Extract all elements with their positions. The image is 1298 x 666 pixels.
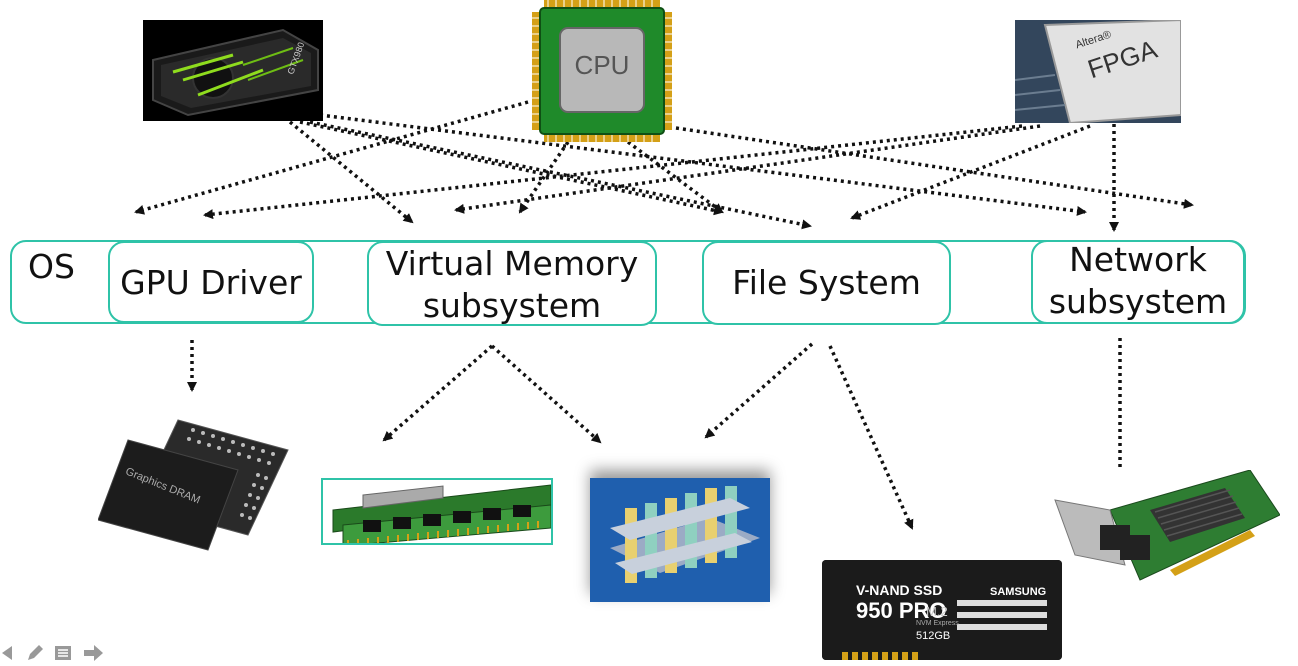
next-slide-icon[interactable] bbox=[82, 644, 103, 662]
nic-card-icon bbox=[1050, 469, 1281, 590]
fpga-chip-icon: Altera® FPGA bbox=[1015, 20, 1181, 123]
arrow-gpu-to-vm bbox=[288, 120, 414, 224]
arrow-fs-to-ssd bbox=[828, 345, 914, 530]
gpu-driver-box bbox=[108, 241, 314, 323]
virtual-memory-label-line2: subsystem bbox=[422, 286, 602, 325]
arrow-fpga-to-fs bbox=[850, 124, 1091, 220]
file-system-box bbox=[702, 241, 951, 325]
notes-icon[interactable] bbox=[54, 644, 72, 662]
gpu-card-icon: GTX980 bbox=[143, 20, 323, 121]
prev-slide-icon[interactable] bbox=[0, 644, 18, 662]
nvm-3d-icon bbox=[590, 478, 770, 602]
cpu-label: CPU bbox=[574, 50, 630, 80]
arrow-cpu-to-vm bbox=[518, 141, 570, 214]
arrow-gpu-to-fs bbox=[299, 120, 724, 216]
arrow-vm-to-dram bbox=[382, 344, 494, 442]
ssd-brand: SAMSUNG bbox=[990, 586, 1047, 598]
arrow-cpu-to-os bbox=[134, 100, 529, 215]
ssd-model: 950 PRO bbox=[856, 598, 947, 623]
cpu-chip-icon: CPU bbox=[532, 0, 672, 142]
ssd-line1: V-NAND SSD bbox=[856, 582, 943, 598]
ssd-nvm: NVM Express bbox=[916, 620, 959, 627]
arrow-vm-to-nvm bbox=[490, 344, 602, 444]
arrow-fpga-to-vm bbox=[454, 124, 1041, 214]
ssd-form: M.2 bbox=[926, 604, 948, 619]
virtual-memory-box bbox=[367, 241, 657, 326]
arrow-cpu-to-fs bbox=[626, 140, 724, 214]
arrow-gpu-to-net bbox=[319, 113, 1087, 216]
ssd-icon: V-NAND SSD 950 PRO M.2 NVM Express 512GB… bbox=[822, 560, 1062, 660]
network-box bbox=[1031, 240, 1245, 324]
network-label-line2: subsystem bbox=[1048, 282, 1228, 321]
gddr-chip-icon: Graphics DRAM bbox=[97, 415, 290, 555]
arrow-gpu-to-fs2 bbox=[309, 120, 812, 230]
arrow-fs-to-nvm bbox=[704, 342, 814, 439]
os-label: OS bbox=[28, 247, 75, 286]
gpu-driver-label: GPU Driver bbox=[120, 263, 302, 302]
dram-module-icon bbox=[321, 478, 553, 545]
pen-icon[interactable] bbox=[26, 644, 44, 662]
arrow-cpu-to-net bbox=[675, 126, 1194, 209]
network-label-line1: Network bbox=[1069, 240, 1207, 279]
virtual-memory-label-line1: Virtual Memory bbox=[385, 244, 639, 283]
file-system-label: File System bbox=[732, 263, 921, 302]
ssd-size: 512GB bbox=[916, 630, 951, 642]
